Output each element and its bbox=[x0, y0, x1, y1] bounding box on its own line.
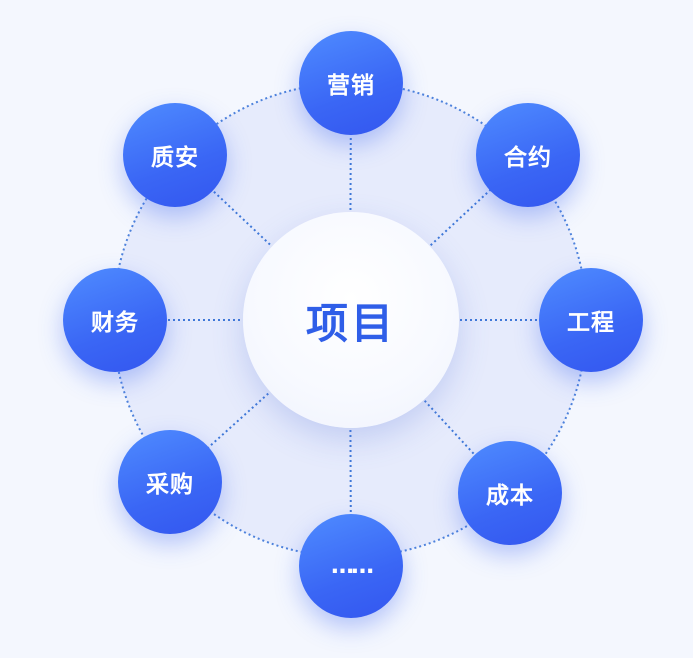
node-contract[interactable]: 合约 bbox=[476, 103, 580, 207]
node-label: 采购 bbox=[146, 472, 194, 498]
center-node-project: 项目 bbox=[243, 212, 459, 428]
node-label: 质安 bbox=[151, 145, 199, 171]
node-label: 营销 bbox=[327, 73, 375, 99]
node-marketing[interactable]: 营销 bbox=[299, 31, 403, 135]
node-label: 财务 bbox=[91, 310, 139, 336]
node-procurement[interactable]: 采购 bbox=[118, 430, 222, 534]
node-engineering[interactable]: 工程 bbox=[539, 268, 643, 372]
node-finance[interactable]: 财务 bbox=[63, 268, 167, 372]
node-cost[interactable]: 成本 bbox=[458, 441, 562, 545]
node-more[interactable]: …… bbox=[299, 514, 403, 618]
node-label: 成本 bbox=[486, 483, 534, 509]
node-label: 工程 bbox=[567, 310, 615, 336]
center-label: 项目 bbox=[305, 298, 396, 348]
node-label: 合约 bbox=[504, 145, 552, 171]
node-quality-safety[interactable]: 质安 bbox=[123, 103, 227, 207]
node-label: …… bbox=[331, 553, 374, 579]
